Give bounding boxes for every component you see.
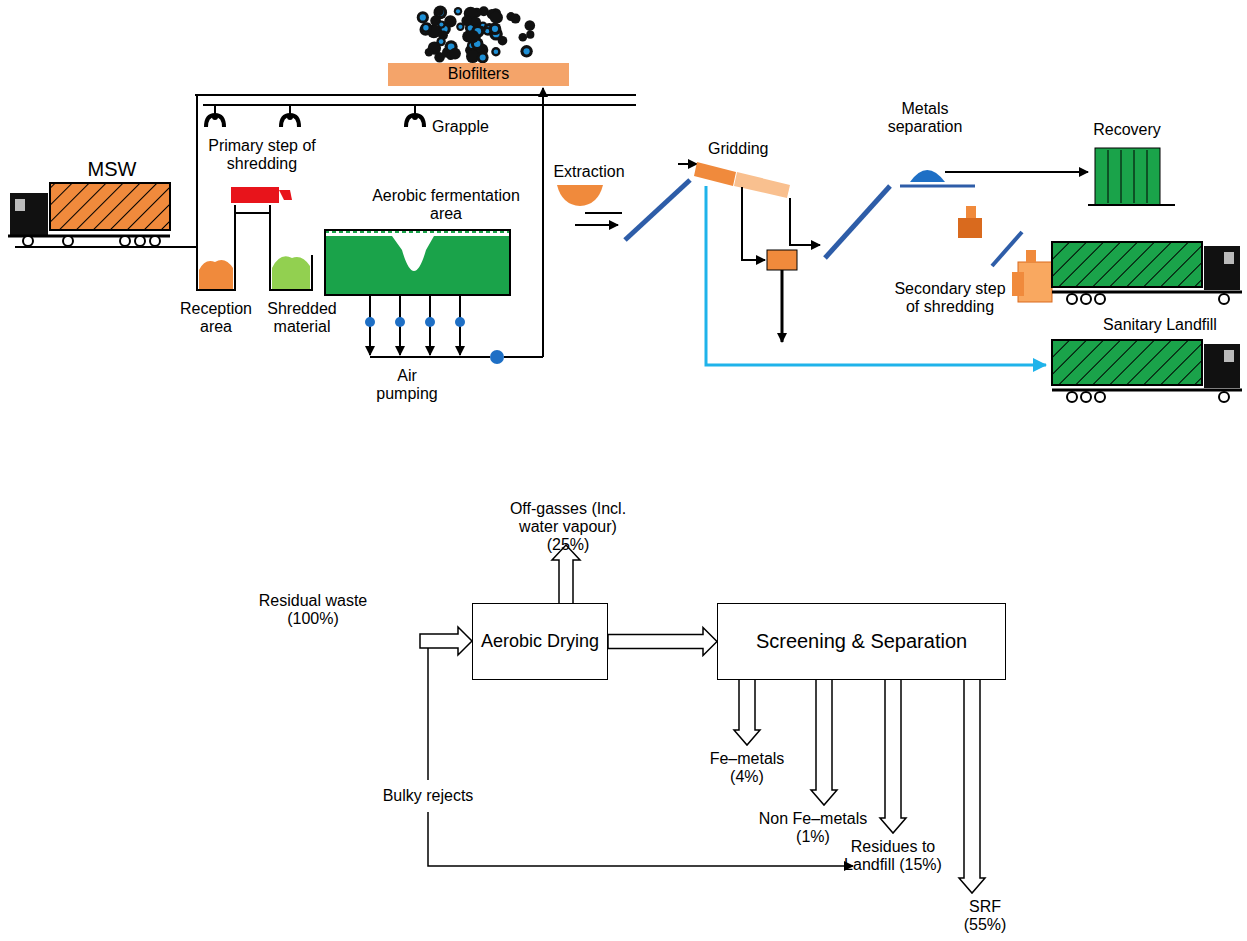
label-text: Residual waste (100%) (253, 592, 373, 628)
label-text: Grapple (432, 118, 492, 136)
node-text: Aerobic Drying (481, 631, 599, 652)
label-text: Off-gasses (Incl. water vapour) (25%) (503, 500, 633, 554)
process-box: Aerobic Drying (472, 603, 608, 680)
node-text: Screening & Separation (756, 630, 967, 653)
label-text: MSW (72, 158, 152, 181)
green-truck (1052, 242, 1242, 402)
label-text: Primary step of shredding (202, 137, 322, 173)
label-text: Metals separation (880, 100, 970, 136)
metals-separator (900, 170, 1088, 186)
label-text: Secondary step of shredding (888, 280, 1013, 316)
label-text: SRF (55%) (950, 898, 1020, 934)
recovery-container (1088, 148, 1175, 205)
label-text: Recovery (1087, 121, 1167, 139)
biofilter-bed: Biofilters (388, 63, 569, 86)
label-text: Sanitary Landfill (1085, 316, 1235, 334)
gridding-unit (678, 162, 1046, 365)
node-text: Biofilters (448, 65, 509, 83)
biofilter-media (417, 6, 535, 64)
fermentation-tank (325, 230, 510, 295)
label-text: Extraction (549, 163, 629, 181)
label-text: Air pumping (372, 367, 442, 403)
label-text: Residues to Landfill (15%) (843, 838, 943, 874)
air-duct (195, 88, 636, 357)
process-box: Screening & Separation (717, 603, 1006, 680)
label-text: Fe–metals (4%) (697, 750, 797, 786)
air-valve (365, 317, 504, 364)
label-text: Bulky rejects (380, 787, 477, 805)
label-text: Shredded material (262, 300, 342, 336)
reception-pits (15, 187, 312, 290)
grapple-symbol (206, 105, 424, 127)
flow-arrow (608, 628, 717, 656)
label-text: Aerobic fermentation area (364, 187, 529, 223)
bulky-rejects-line (428, 648, 853, 866)
block-arrows (420, 545, 985, 893)
msw-truck (8, 183, 170, 246)
extraction-unit (557, 180, 690, 240)
label-text: Reception area (176, 300, 256, 336)
label-text: Gridding (708, 140, 768, 158)
